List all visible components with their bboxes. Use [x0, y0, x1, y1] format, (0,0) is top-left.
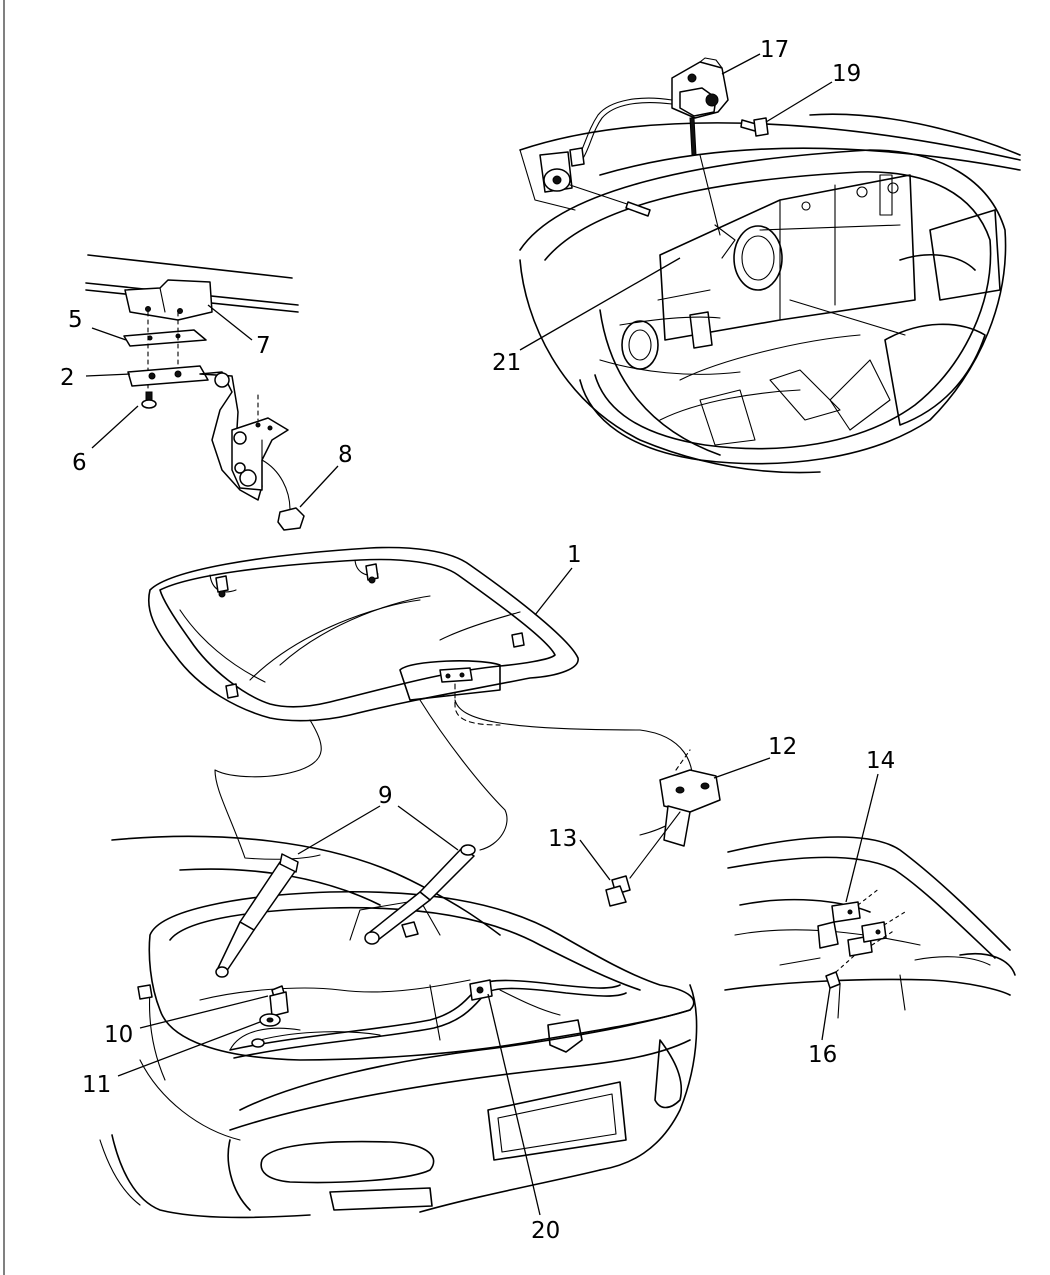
- screw-16: [825, 954, 856, 989]
- callout-1: 1: [567, 542, 582, 568]
- callout-12: 12: [768, 734, 797, 760]
- leader-lines: [85, 53, 879, 1216]
- nut-8: [277, 507, 305, 531]
- decklid-view: [148, 546, 694, 860]
- trunk-corner-view: [724, 836, 1016, 1019]
- callout-16: 16: [808, 1042, 837, 1068]
- bumper-stop-10: [269, 985, 289, 1017]
- callout-2: 2: [60, 365, 75, 391]
- gas-strut-left: [215, 853, 299, 978]
- lid-studs: [215, 563, 525, 699]
- callout-5: 5: [68, 307, 83, 333]
- screw-6: [141, 391, 157, 409]
- callout-labels: 1 2 5 6 7 8 9 10 11 12 13 14 16 17 19 20…: [60, 37, 895, 1244]
- callout-6: 6: [72, 450, 87, 476]
- trunk-opening-view: [519, 57, 1021, 474]
- bracket-14: [817, 887, 906, 957]
- callout-19: 19: [832, 61, 861, 87]
- callout-13: 13: [548, 826, 577, 852]
- lock-cylinder: [519, 147, 585, 211]
- callout-9: 9: [378, 783, 393, 809]
- trunk-strut-view: [99, 835, 698, 1219]
- hinge-assembly-view: [85, 254, 305, 531]
- callout-7: 7: [256, 333, 271, 359]
- callout-11: 11: [82, 1072, 111, 1098]
- gas-strut-right: [364, 844, 476, 945]
- trunk-latch: [671, 57, 729, 156]
- callout-21: 21: [492, 350, 521, 376]
- striker-assembly: [605, 749, 721, 907]
- callout-20: 20: [531, 1218, 560, 1244]
- washer-11: [251, 1013, 281, 1048]
- callout-17: 17: [760, 37, 789, 63]
- callout-10: 10: [104, 1022, 133, 1048]
- callout-8: 8: [338, 442, 353, 468]
- bolt-19: [740, 117, 769, 137]
- callout-14: 14: [866, 748, 895, 774]
